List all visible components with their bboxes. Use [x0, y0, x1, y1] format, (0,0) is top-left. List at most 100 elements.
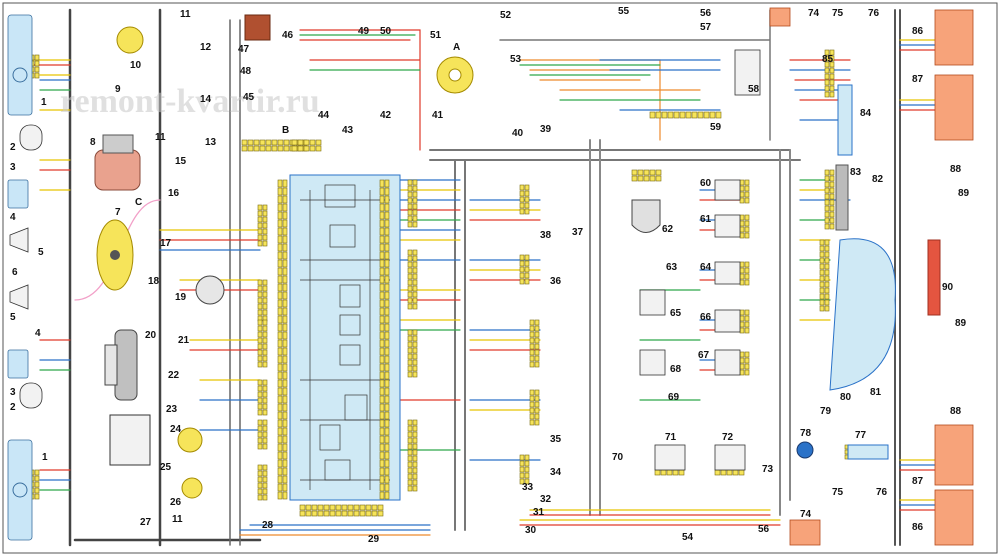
connector-pin: [666, 469, 673, 476]
connector-pin: [384, 307, 390, 316]
connector-pin: [277, 419, 283, 428]
connector-pin: [384, 211, 390, 220]
connector-pin: [529, 407, 535, 414]
label-58: 58: [748, 84, 760, 95]
connector-pin: [384, 259, 390, 268]
connector-pin: [384, 299, 390, 308]
connector-pin: [277, 459, 283, 468]
connector-pin: [726, 469, 733, 476]
connector-pin: [257, 228, 263, 235]
connector-pin: [379, 435, 385, 444]
connector-pin: [407, 203, 413, 210]
connector-pin: [34, 493, 40, 500]
label-82: 82: [872, 174, 884, 185]
connector-pin: [257, 403, 263, 410]
connector-pin: [379, 379, 385, 388]
connector-pin: [524, 460, 530, 467]
label-55: 55: [618, 6, 630, 17]
connector-pin: [529, 419, 535, 426]
connector-pin: [384, 219, 390, 228]
connector-pin: [384, 451, 390, 460]
connector-pin: [365, 510, 372, 517]
label-83: 83: [850, 167, 862, 178]
connector-pin: [412, 449, 418, 456]
connector-pin: [277, 145, 284, 152]
connector-pin: [739, 197, 745, 204]
connector-pin: [257, 476, 263, 483]
connector-pin: [34, 487, 40, 494]
starter: [104, 329, 138, 401]
connector-pin: [829, 223, 835, 230]
connector-pin: [34, 60, 40, 67]
connector-pin: [829, 181, 835, 188]
connector-pin: [631, 169, 638, 176]
label-69: 69: [668, 392, 680, 403]
connector-pin: [534, 361, 540, 368]
label-44: 44: [318, 110, 330, 121]
connector-pin: [529, 401, 535, 408]
connector-pin: [519, 260, 525, 267]
connector-pin: [309, 139, 316, 146]
connector-pin: [412, 267, 418, 274]
connector-pin: [824, 245, 830, 252]
connector-pin: [377, 510, 384, 517]
connector-pin: [384, 323, 390, 332]
connector-pin: [262, 482, 268, 489]
connector-pin: [407, 197, 413, 204]
label-11: 11: [180, 9, 191, 20]
rear-lamps-right: [934, 9, 974, 546]
connector-pin: [379, 347, 385, 356]
connector-pin: [384, 283, 390, 292]
connector-pin: [282, 307, 288, 316]
label-63: 63: [666, 262, 678, 273]
connector-pin: [412, 467, 418, 474]
connector-pin: [412, 371, 418, 378]
connector-pin: [34, 72, 40, 79]
connector-pin: [257, 482, 263, 489]
connector-pin: [277, 331, 283, 340]
connector-pin: [311, 504, 318, 511]
connector-pin: [829, 67, 835, 74]
connector-pin: [824, 91, 830, 98]
connector-pin: [257, 409, 263, 416]
connector-pin: [709, 111, 716, 119]
connector-pin: [384, 339, 390, 348]
connector-pin: [262, 210, 268, 217]
connector-pin: [282, 483, 288, 492]
connector-pin: [407, 347, 413, 354]
connector-pin: [262, 409, 268, 416]
connector-pin: [371, 510, 378, 517]
connector-pin: [282, 459, 288, 468]
connector-pin: [277, 467, 283, 476]
connector-pin: [738, 469, 745, 476]
ignition-sensor-yellow: [177, 427, 203, 499]
connector-pin: [347, 504, 354, 511]
connector-pin: [407, 467, 413, 474]
connector-pin: [824, 193, 830, 200]
label-20: 20: [145, 330, 157, 341]
connector-pin: [529, 343, 535, 350]
connector-pin: [257, 470, 263, 477]
label-64: 64: [700, 262, 712, 273]
connector-pin: [649, 175, 656, 182]
connector-pin: [739, 232, 745, 239]
connector-pin: [262, 494, 268, 501]
connector-pin: [529, 389, 535, 396]
label-66: 66: [700, 312, 712, 323]
connector-pin: [262, 240, 268, 247]
connector-pin: [824, 55, 830, 62]
connector-pin: [379, 291, 385, 300]
connector-pin: [819, 293, 825, 300]
connector-pin: [524, 466, 530, 473]
connector-pin: [519, 190, 525, 197]
connector-pin: [379, 371, 385, 380]
connector-pin: [359, 510, 366, 517]
connector-pin: [283, 145, 290, 152]
connector-pin: [819, 257, 825, 264]
label-14: 14: [200, 94, 212, 105]
connector-pin: [744, 214, 750, 221]
connector-pin: [673, 111, 680, 119]
connector-pin: [262, 385, 268, 392]
connector-pin: [262, 361, 268, 368]
connector-pin: [257, 222, 263, 229]
